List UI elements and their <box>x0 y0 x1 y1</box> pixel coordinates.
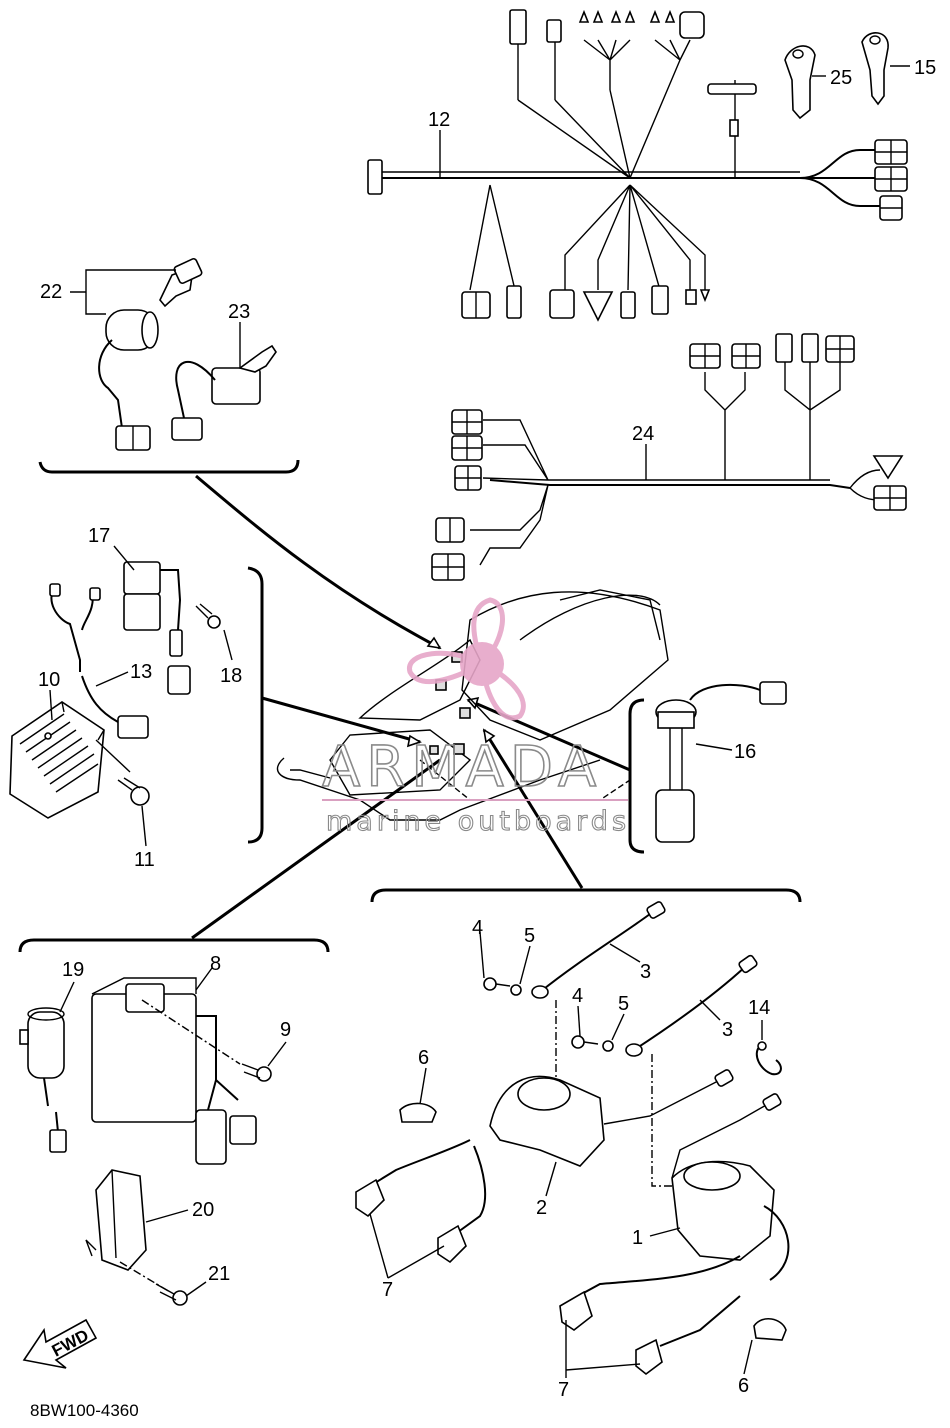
callout-17: 17 <box>88 525 110 547</box>
callout-11: 11 <box>134 849 155 871</box>
callout-22: 22 <box>40 281 62 303</box>
group-bracket-left <box>247 566 264 844</box>
callout-18: 18 <box>220 665 242 687</box>
fuel-sender-16 <box>655 681 787 843</box>
callout-9: 9 <box>280 1019 291 1041</box>
group-bracket-bottom-right <box>370 888 802 903</box>
screw-9 <box>141 999 272 1082</box>
callout-25: 25 <box>830 67 852 89</box>
capacitor-19 <box>19 1007 67 1153</box>
callout-24: 24 <box>632 423 654 445</box>
callout-5a: 5 <box>524 925 535 947</box>
bolt-21 <box>119 1261 188 1306</box>
callout-7b: 7 <box>558 1379 569 1401</box>
key-25 <box>784 45 816 120</box>
callout-3a: 3 <box>640 961 651 983</box>
snowmobile-sketch <box>276 589 669 821</box>
callout-4b: 4 <box>572 985 583 1007</box>
callout-14: 14 <box>748 997 770 1019</box>
relay-17 <box>123 561 191 695</box>
callout-labels: 1 2 3 3 4 4 5 5 6 6 7 7 8 9 10 11 12 13 … <box>38 57 936 1401</box>
callout-8: 8 <box>210 953 221 975</box>
fwd-arrow-icon: FWD <box>22 1318 98 1369</box>
wire-lead-13 <box>49 583 149 739</box>
ground-lead-3a <box>531 901 666 999</box>
clamp-6b <box>753 1318 787 1341</box>
ground-lead-3b <box>625 954 758 1057</box>
leader-lines <box>49 65 910 1378</box>
callout-1: 1 <box>632 1227 643 1249</box>
cdi-unit-8 <box>91 977 257 1165</box>
bracket-20 <box>85 1169 147 1271</box>
callout-19: 19 <box>62 959 84 981</box>
switch-23 <box>171 344 277 441</box>
callout-6a: 6 <box>418 1047 429 1069</box>
callout-4a: 4 <box>472 917 483 939</box>
clip-14 <box>755 1041 782 1076</box>
wire-harness-12 <box>367 9 908 322</box>
wire-harness-24 <box>431 333 907 581</box>
callout-10: 10 <box>38 669 60 691</box>
ignition-coil-2 <box>355 1069 734 1264</box>
watermark-title: ARMADA <box>322 735 602 800</box>
callout-15: 15 <box>914 57 936 79</box>
callout-2: 2 <box>536 1197 547 1219</box>
screw-18 <box>195 603 221 629</box>
watermark-subtitle: marine outboards <box>326 806 630 837</box>
group-bracket-right <box>628 698 645 854</box>
callout-13: 13 <box>130 661 152 683</box>
callout-3b: 3 <box>722 1019 733 1041</box>
bolt-11 <box>95 739 150 806</box>
callout-6b: 6 <box>738 1375 749 1397</box>
group-bracket-bottom-left <box>18 938 330 953</box>
pointer-lines <box>191 474 631 940</box>
main-switch-22 <box>98 257 203 451</box>
armada-watermark: ARMADA marine outboards <box>321 597 630 838</box>
callout-16: 16 <box>734 741 756 763</box>
callout-5b: 5 <box>618 993 629 1015</box>
ignition-coil-1 <box>559 1093 790 1376</box>
callout-21: 21 <box>208 1263 230 1285</box>
callout-23: 23 <box>228 301 250 323</box>
clamp-6a <box>399 1102 437 1123</box>
key-15 <box>861 32 889 106</box>
diagram-code: 8BW100-4360 <box>30 1401 139 1420</box>
regulator-10 <box>9 701 105 819</box>
group-bracket-top-left <box>38 459 300 474</box>
propeller-logo <box>407 597 526 721</box>
callout-20: 20 <box>192 1199 214 1221</box>
callout-12: 12 <box>428 109 450 131</box>
callout-7a: 7 <box>382 1279 393 1301</box>
